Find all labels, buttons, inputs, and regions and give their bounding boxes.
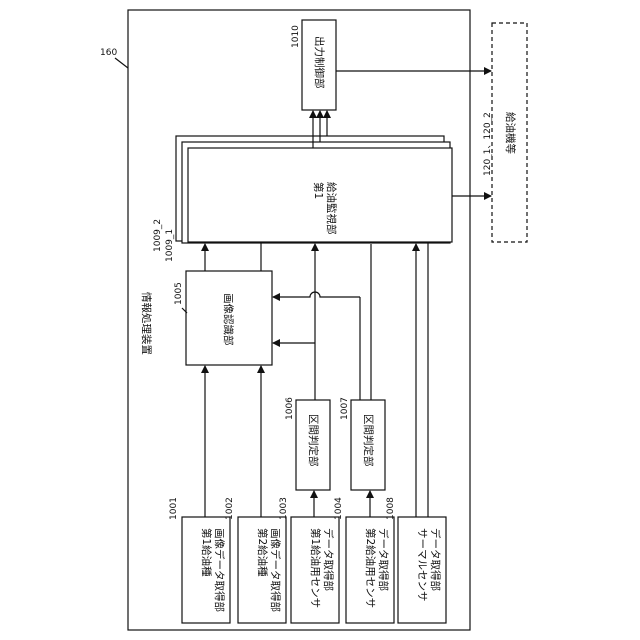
section-judge-1006-ref: 1006 xyxy=(285,397,295,420)
source-1002-line2: 画像データ取得部 xyxy=(269,528,282,612)
monitor-ref-1009-1: 1009_1 xyxy=(165,229,175,262)
output-control-label: 出力制御部 xyxy=(313,36,326,89)
source-1004-line2: データ取得部 xyxy=(377,528,390,591)
image-recognition-label: 画像認識部 xyxy=(222,293,235,346)
outer-ref-leader xyxy=(115,58,128,68)
monitor-ref-1009-2: 1009_2 xyxy=(153,219,163,252)
source-1008-line1: サーマルセンサ xyxy=(416,528,428,602)
output-control-ref: 1010 xyxy=(291,25,301,48)
source-1008-line2: データ取得部 xyxy=(429,528,442,591)
source-1003-line1: 第1給油用センサ xyxy=(309,528,322,608)
source-1002-ref: 1002 xyxy=(225,497,235,520)
monitor-line1: 第1 xyxy=(312,182,325,199)
source-1008-ref: 1008 xyxy=(386,497,396,520)
source-1001-line2: 画像データ取得部 xyxy=(213,528,226,612)
image-recognition-1005: 画像認識部 1005 xyxy=(174,271,272,365)
monitor-line2: 給油監視部 xyxy=(325,182,338,235)
source-1003-line2: データ取得部 xyxy=(322,528,335,591)
section-judge-1007-label: 区間判定部 xyxy=(362,414,375,467)
outer-ref-label: 160 xyxy=(100,48,117,58)
section-judge-1007-ref: 1007 xyxy=(340,397,350,420)
external-ref: 120_1、120_2 xyxy=(483,112,493,176)
source-1002-line1: 第2給油種 xyxy=(256,528,269,577)
external-label: 給油機等 xyxy=(504,112,517,154)
monitor-1009: 第1 給油監視部 1009_1 1009_2 xyxy=(153,136,452,262)
external-dispenser: 給油機等 120_1、120_2 xyxy=(483,23,527,242)
device-name-label: 情報処理装置 xyxy=(140,292,153,355)
source-1003-ref: 1003 xyxy=(279,497,289,520)
section-judge-1006-label: 区間判定部 xyxy=(307,414,320,467)
source-1004-line1: 第2給油用センサ xyxy=(364,528,377,608)
source-1004-ref: 1004 xyxy=(334,497,344,520)
source-1001-ref: 1001 xyxy=(169,497,179,520)
source-1001-line1: 第1給油種 xyxy=(200,528,213,577)
image-recognition-ref: 1005 xyxy=(174,282,184,305)
